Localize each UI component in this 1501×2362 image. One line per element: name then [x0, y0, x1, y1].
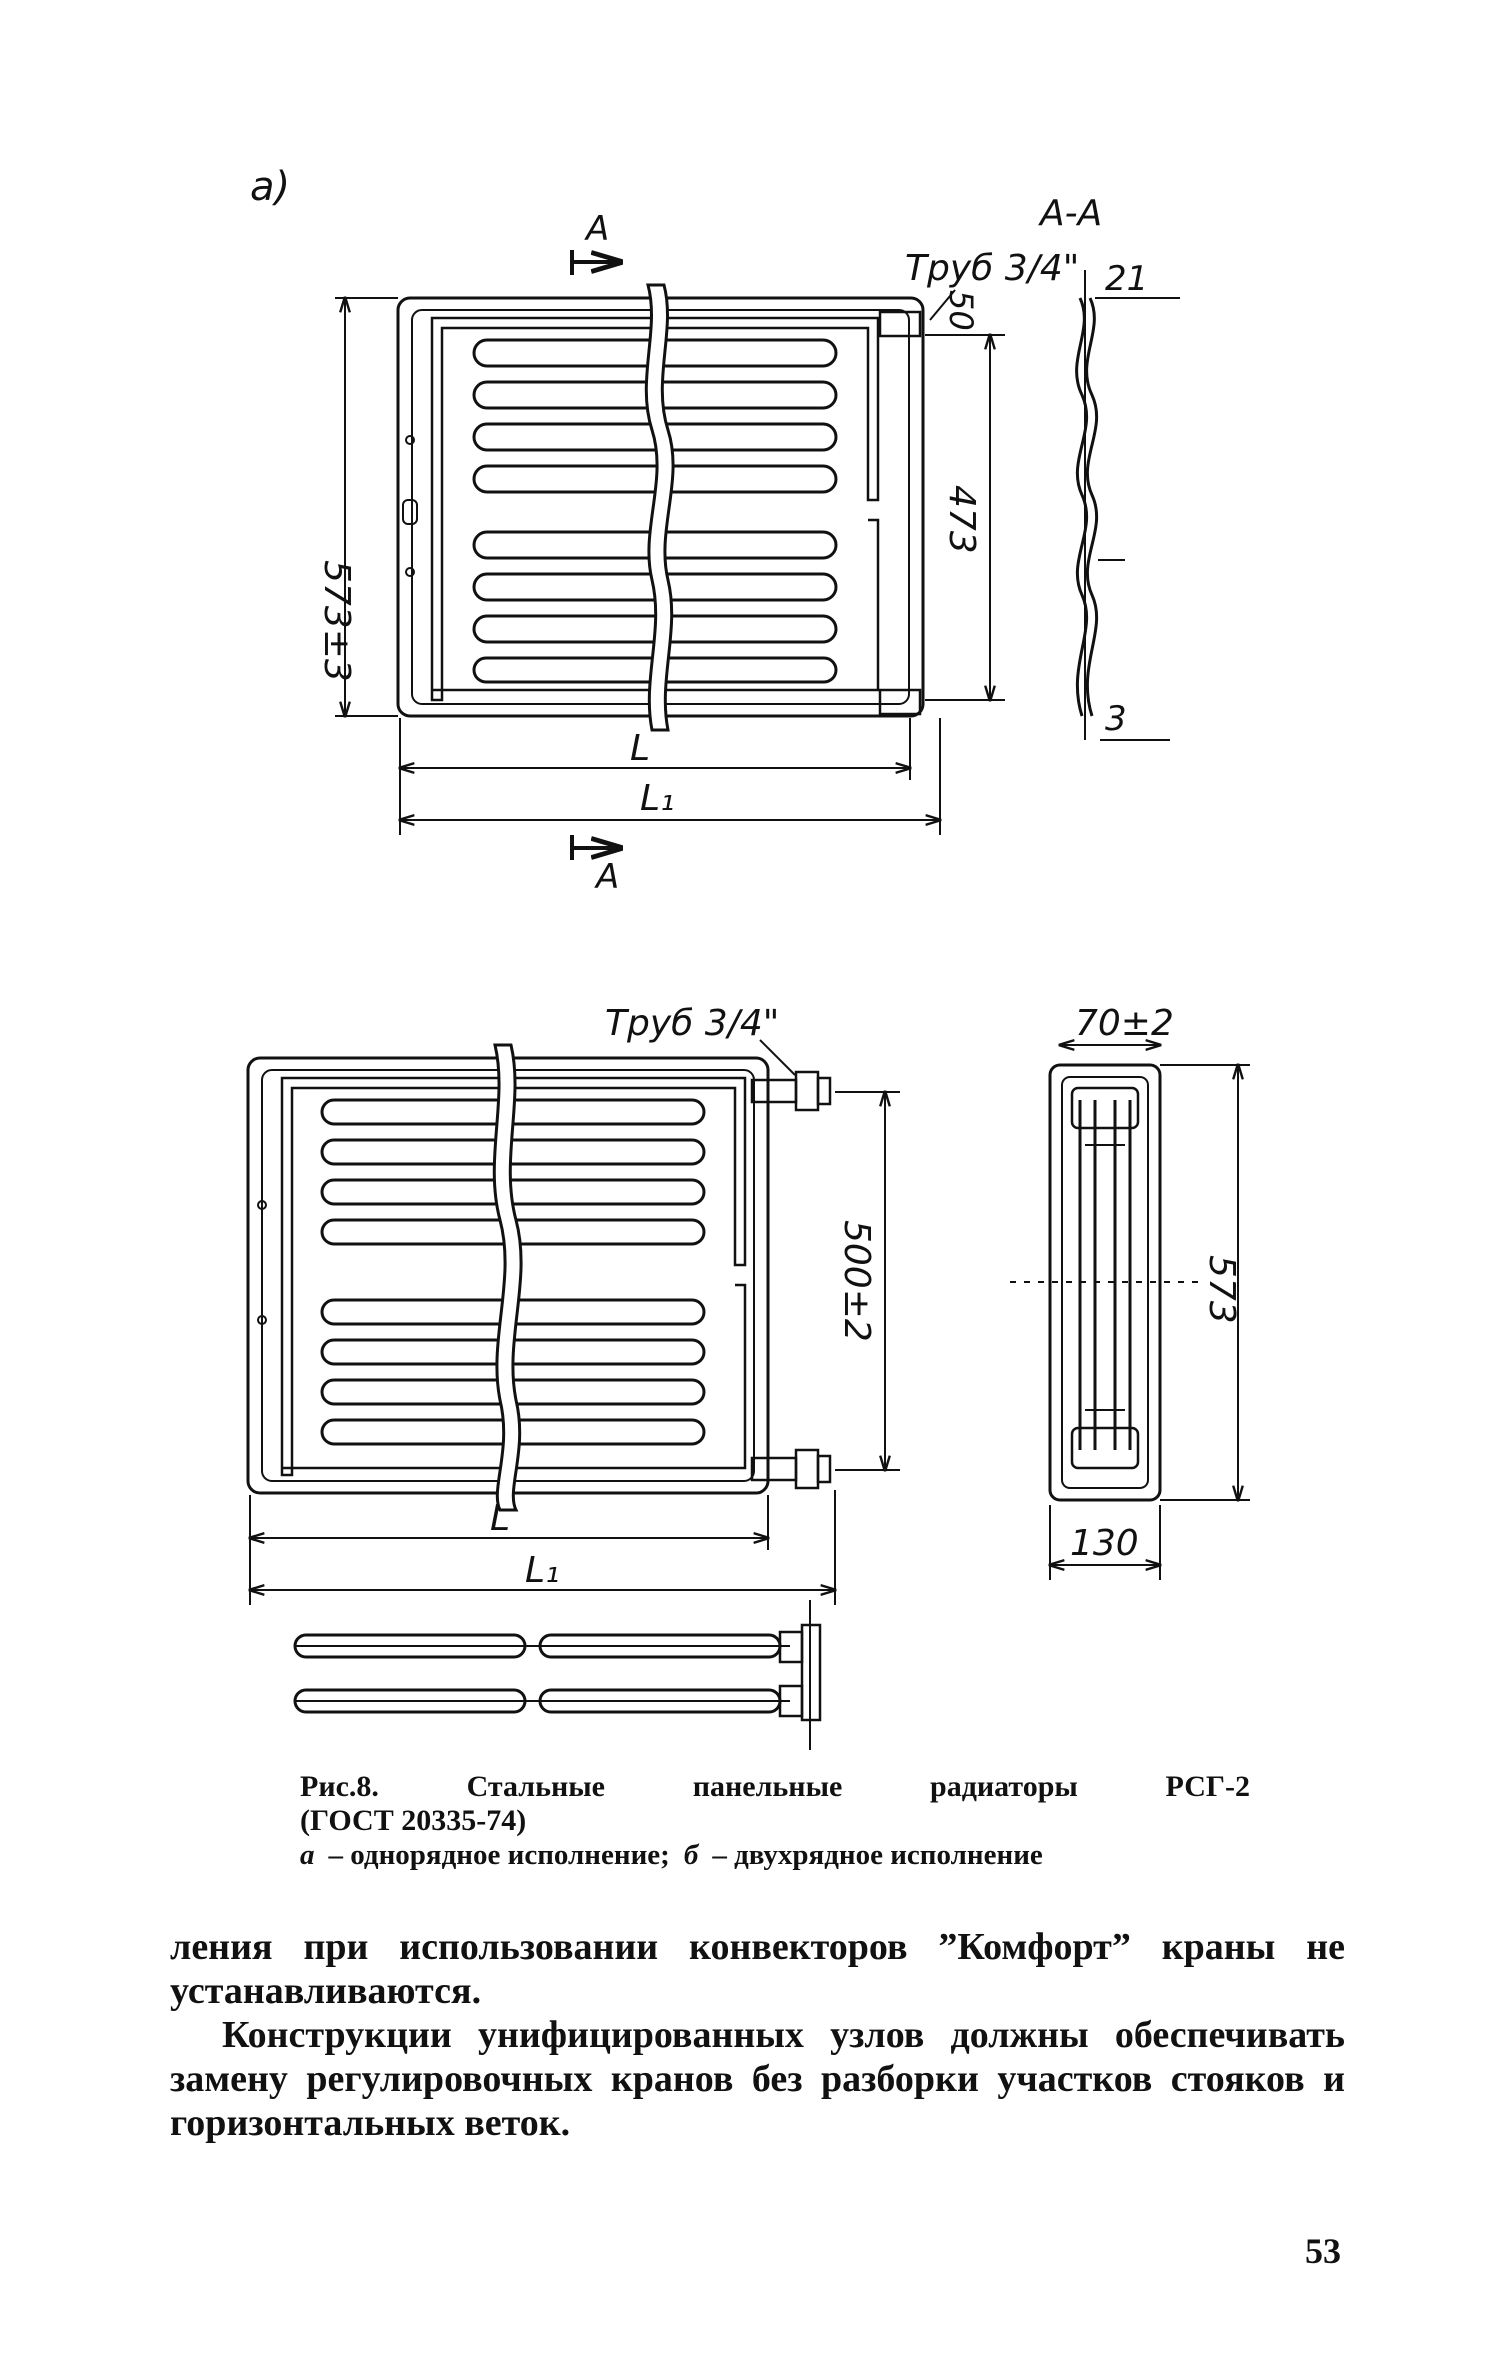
figure-caption: Рис.8. Стальные панельные радиаторы РСГ-… — [300, 1770, 1250, 1872]
dim-section-21: 21 — [1105, 259, 1148, 299]
caption-word: РСГ-2 — [1165, 1770, 1250, 1803]
paragraph-2: Конструкции унифицированных узлов должны… — [170, 2014, 1345, 2144]
caption-word: Стальные — [466, 1770, 605, 1803]
dim-depth-top: 70±2 — [1075, 1003, 1174, 1044]
page-number: 53 — [1305, 2231, 1341, 2271]
plan-view-b — [293, 1600, 822, 1750]
section-view-a — [1075, 270, 1099, 740]
dim-L-b: L — [490, 1498, 510, 1539]
dim-height-a: 573±3 — [316, 560, 357, 682]
caption-text-a: – однорядное исполнение; — [328, 1839, 670, 1871]
dim-L1-b: L₁ — [525, 1550, 560, 1591]
radiator-b — [246, 1043, 832, 1512]
section-mark-bottom: А — [594, 857, 619, 897]
dim-L-a: L — [630, 728, 650, 769]
dim-L1-a: L₁ — [640, 778, 675, 819]
caption-line-2: (ГОСТ 20335-74) — [300, 1804, 527, 1837]
section-title: А-А — [1038, 193, 1102, 234]
pipe-label-a: Труб 3/4" — [905, 248, 1079, 289]
body-text: ления при использовании конвекторов ”Ком… — [170, 1925, 1345, 2145]
caption-word: панельные — [692, 1770, 843, 1803]
panel-a-label: а) — [250, 164, 290, 210]
caption-line-3: а – однорядное исполнение; б – двухрядно… — [300, 1838, 1250, 1872]
valve-top-b — [750, 1070, 832, 1112]
caption-key-a: а — [300, 1839, 315, 1871]
dim-top-offset: 50 — [942, 290, 980, 331]
dim-depth-bottom: 130 — [1070, 1523, 1139, 1564]
section-mark-top: А — [584, 209, 609, 249]
radiator-drawing: а) — [246, 164, 1250, 1750]
caption-word: радиаторы — [930, 1770, 1078, 1803]
caption-key-b: б — [683, 1839, 699, 1871]
radiator-a — [396, 283, 925, 732]
side-view-b — [1010, 1063, 1200, 1502]
dim-section-3: 3 — [1105, 699, 1127, 739]
caption-line-1: Рис.8. Стальные панельные радиаторы РСГ-… — [300, 1770, 1250, 1804]
caption-word: Рис.8. — [300, 1770, 379, 1803]
pipe-label-b: Труб 3/4" — [605, 1003, 779, 1044]
dim-pipe-spacing-a: 473 — [941, 485, 982, 554]
paragraph-1: ления при использовании конвекторов ”Ком… — [170, 1926, 1345, 2012]
valve-bottom-b — [750, 1448, 832, 1490]
dim-pipe-spacing-b: 500±2 — [836, 1220, 877, 1342]
caption-text-b: – двухрядное исполнение — [712, 1839, 1043, 1871]
dim-height-b: 573 — [1201, 1255, 1242, 1324]
